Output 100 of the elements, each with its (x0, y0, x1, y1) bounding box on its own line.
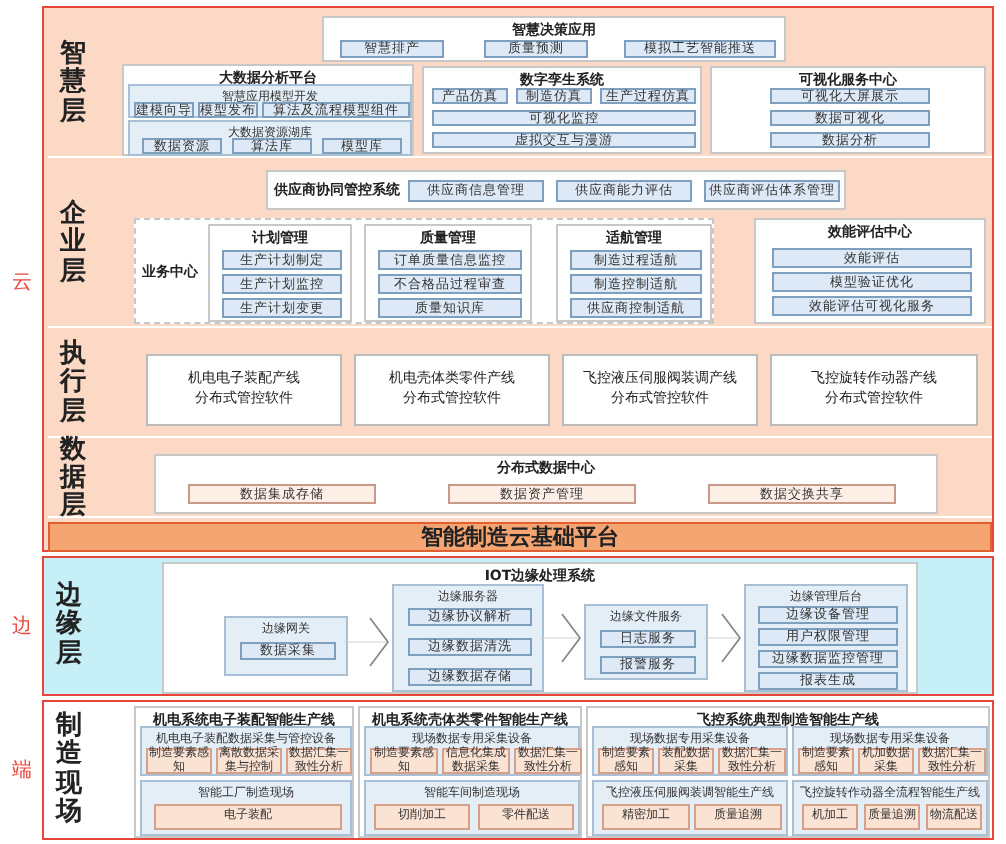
function-box (704, 180, 840, 202)
function-box (408, 668, 532, 686)
module-group (224, 616, 348, 676)
function-box (602, 804, 690, 830)
function-box (772, 272, 972, 292)
function-box (570, 298, 702, 318)
function-box (484, 40, 588, 58)
function-box (516, 88, 592, 104)
tier-label: 端 (12, 757, 32, 784)
chevron-arrow (703, 613, 741, 663)
module-group (128, 84, 412, 118)
module-group (592, 780, 788, 836)
function-box (374, 804, 470, 830)
layer-title: 数据层 (60, 436, 86, 522)
software-box (562, 354, 758, 426)
function-box (770, 110, 930, 126)
function-box (758, 606, 898, 624)
function-box (772, 296, 972, 316)
function-box (758, 672, 898, 690)
layer-title: 边缘层 (56, 583, 82, 669)
module-group (792, 780, 988, 836)
function-box (570, 250, 702, 270)
module-group (392, 584, 544, 692)
module-group (592, 726, 788, 776)
function-box (378, 250, 522, 270)
module-group (364, 780, 580, 836)
function-box (570, 274, 702, 294)
function-box (188, 484, 376, 504)
function-box (772, 248, 972, 268)
function-box (408, 638, 532, 656)
function-box (240, 642, 336, 660)
function-box (432, 110, 696, 126)
system-panel (710, 66, 986, 154)
function-box (408, 608, 532, 626)
system-panel (754, 218, 986, 324)
function-box (600, 630, 696, 648)
function-box (378, 298, 522, 318)
software-box (354, 354, 550, 426)
function-box (770, 132, 930, 148)
function-box (624, 40, 776, 58)
tier-label: 云 (12, 270, 32, 296)
tier-label: 边 (12, 613, 32, 640)
module-group (584, 604, 708, 680)
module-group (792, 726, 988, 776)
system-panel (134, 706, 354, 838)
tier-frame (42, 700, 994, 840)
function-box (432, 132, 696, 148)
layer-title: 企业层 (60, 201, 86, 287)
system-panel (208, 224, 352, 322)
tier-frame (42, 556, 994, 696)
function-box (322, 138, 402, 154)
module-group (140, 780, 352, 836)
chevron-arrow (343, 617, 389, 667)
function-box (758, 650, 898, 668)
function-box (154, 804, 342, 830)
system-panel (586, 706, 990, 838)
function-box (600, 88, 696, 104)
layer-title: 制造现场 (56, 712, 82, 828)
system-panel (162, 562, 918, 694)
function-box (926, 804, 982, 830)
function-box (770, 88, 930, 104)
function-box (222, 298, 342, 318)
system-panel (266, 170, 846, 210)
function-box (408, 180, 544, 202)
function-box (378, 274, 522, 294)
software-box (770, 354, 978, 426)
system-panel (122, 64, 414, 156)
function-box (802, 804, 858, 830)
layer-band (48, 12, 992, 158)
module-group (744, 584, 908, 692)
function-box (758, 628, 898, 646)
function-box (864, 804, 920, 830)
function-box (232, 138, 312, 154)
function-box (222, 250, 342, 270)
layer-title: 执行层 (60, 341, 86, 427)
system-panel (556, 224, 712, 322)
system-panel (322, 16, 786, 62)
function-box (708, 484, 896, 504)
function-box (340, 40, 444, 58)
function-box (600, 656, 696, 674)
function-box (222, 274, 342, 294)
system-panel (364, 224, 532, 322)
tier-frame (42, 6, 994, 552)
system-panel (358, 706, 582, 838)
function-box (262, 102, 410, 118)
module-group (364, 726, 580, 776)
function-box (556, 180, 692, 202)
software-box (146, 354, 342, 426)
layer-title: 智慧层 (60, 41, 86, 127)
function-box (432, 88, 508, 104)
chevron-arrow (539, 613, 581, 663)
system-panel (154, 454, 938, 514)
group-panel (134, 218, 714, 324)
box-label: 智能制造云基础平台 (421, 522, 619, 552)
module-group (128, 120, 412, 156)
system-panel (422, 66, 702, 154)
function-box (478, 804, 574, 830)
function-box (694, 804, 782, 830)
platform-bar (48, 522, 992, 552)
module-group (140, 726, 352, 776)
